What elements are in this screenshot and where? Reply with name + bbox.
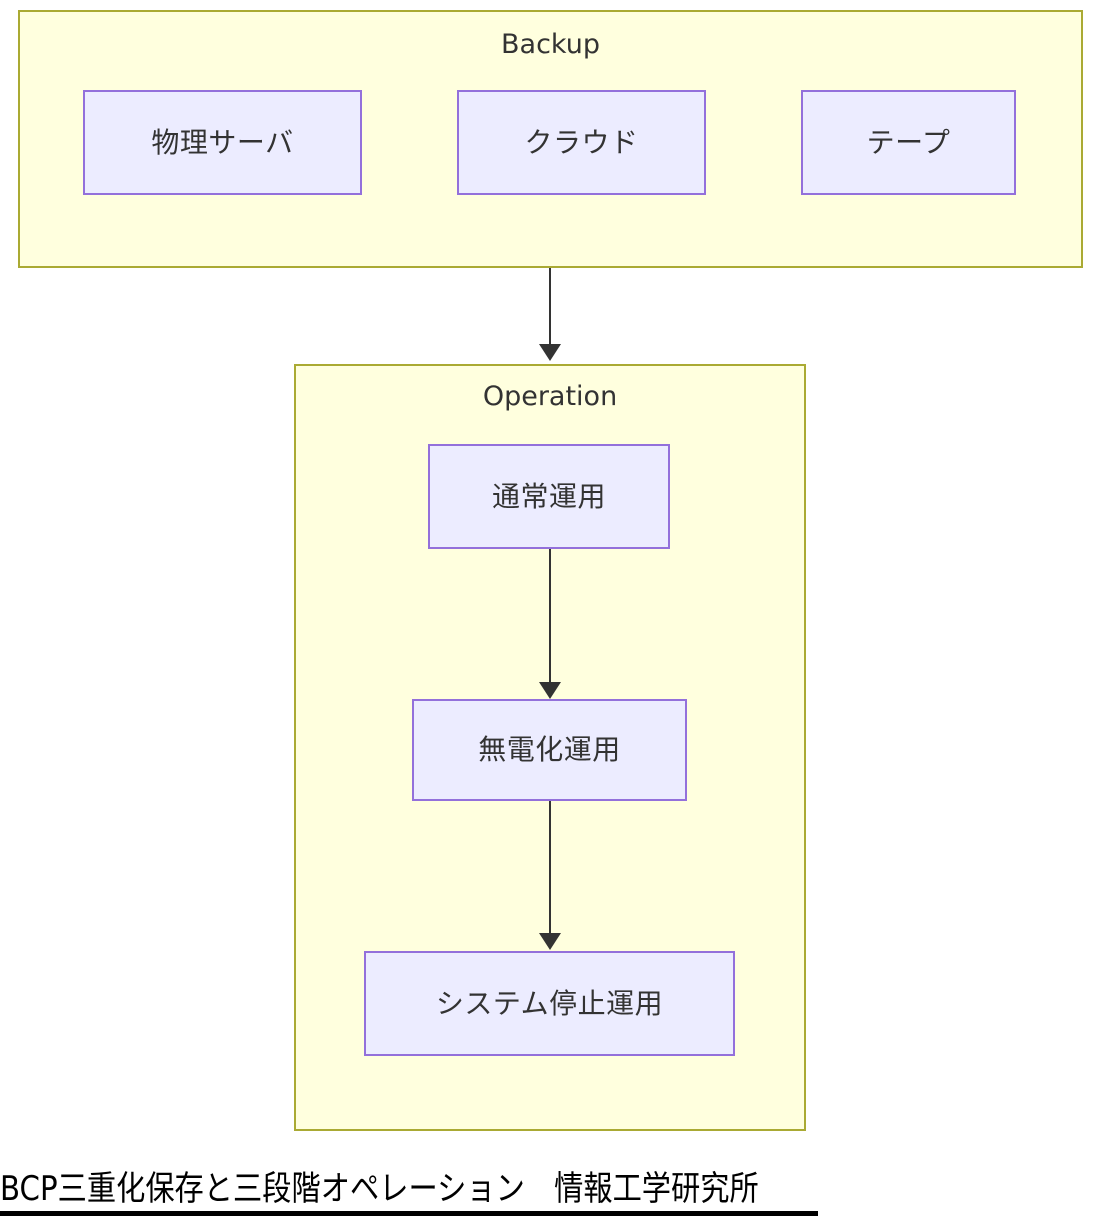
- node-normal-operation-label: 通常運用: [491, 479, 606, 513]
- node-physical-server[interactable]: 物理サーバ: [83, 90, 362, 195]
- node-normal-operation[interactable]: 通常運用: [428, 444, 670, 549]
- edge-backup-to-operation-arrowhead-icon: [539, 344, 561, 361]
- edge-normal-to-powerless-line: [549, 549, 551, 684]
- edge-powerless-to-halt-line: [549, 801, 551, 935]
- node-powerless-operation-label: 無電化運用: [478, 733, 621, 766]
- edge-backup-to-operation-line: [549, 268, 551, 346]
- node-system-halt-operation-label: システム停止運用: [435, 986, 664, 1020]
- node-cloud-label: クラウド: [524, 125, 639, 159]
- node-powerless-operation[interactable]: 無電化運用: [412, 699, 687, 801]
- node-cloud[interactable]: クラウド: [457, 90, 706, 195]
- node-physical-server-label: 物理サーバ: [151, 125, 294, 159]
- node-tape-label: テープ: [866, 125, 951, 159]
- diagram-caption-underline: [0, 1211, 818, 1216]
- cluster-backup-title: Backup: [501, 29, 600, 60]
- diagram-caption: BCP三重化保存と三段階オペレーション 情報工学研究所: [0, 1169, 759, 1209]
- edge-powerless-to-halt-arrowhead-icon: [539, 933, 561, 950]
- node-tape[interactable]: テープ: [801, 90, 1016, 195]
- edge-normal-to-powerless-arrowhead-icon: [539, 682, 561, 699]
- node-system-halt-operation[interactable]: システム停止運用: [364, 951, 735, 1056]
- cluster-operation-title: Operation: [482, 381, 618, 412]
